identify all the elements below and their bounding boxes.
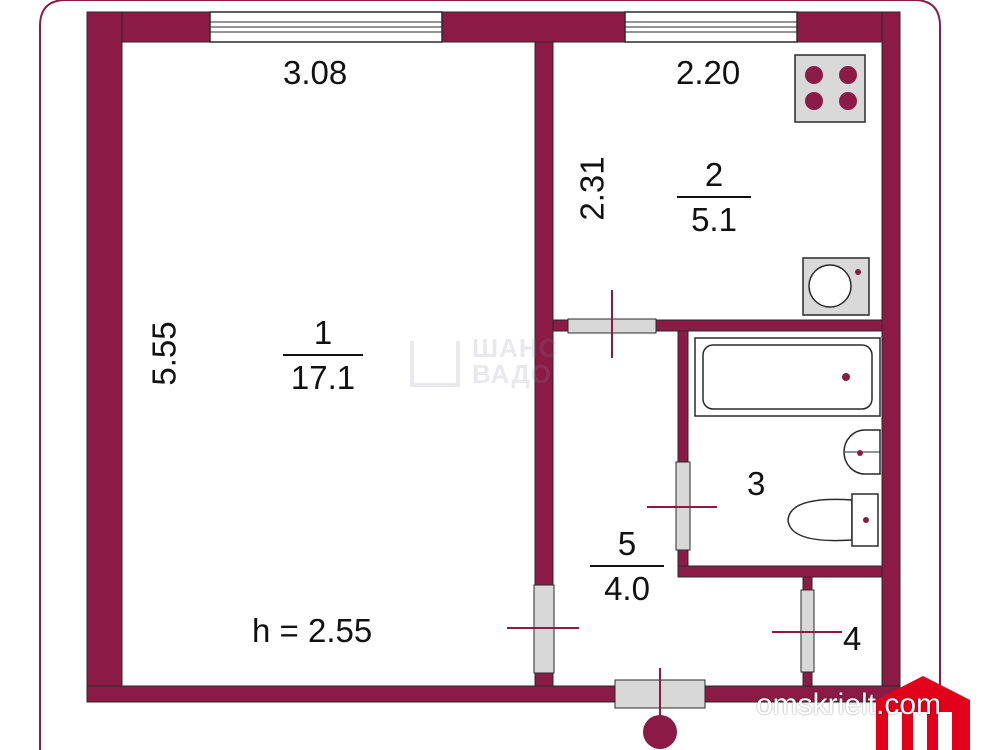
- brand-site-link[interactable]: omskrielt.com: [756, 688, 942, 721]
- door-markers: [507, 290, 842, 718]
- room2-length-label: 2.31: [573, 156, 611, 221]
- washbasin-icon: [843, 429, 881, 475]
- toilet-icon: [787, 493, 879, 547]
- window-room2: [624, 11, 798, 43]
- room2-number: 2: [677, 158, 751, 198]
- outer-wall-right: [881, 11, 901, 703]
- room1-label: 1 17.1: [283, 316, 363, 394]
- entrance-marker-icon: [643, 715, 677, 749]
- room1-length-label: 5.55: [145, 321, 183, 386]
- room5-number: 5: [590, 527, 664, 567]
- room3-number: 3: [747, 465, 766, 502]
- room1-number: 1: [283, 316, 363, 356]
- room5-label: 5 4.0: [590, 527, 664, 605]
- sheet-border: [39, 0, 941, 750]
- room1-area: 17.1: [290, 359, 356, 396]
- room4-number: 4: [843, 620, 862, 657]
- stove-icon: [794, 54, 866, 123]
- room2-area: 5.1: [691, 201, 737, 238]
- wall-room1-room2: [534, 41, 554, 687]
- watermark: ШАНС ВАДО: [410, 335, 600, 415]
- watermark-line2: ВАДО: [472, 359, 552, 389]
- house-logo-icon: [876, 676, 970, 750]
- room2-width-label: 2.20: [676, 54, 741, 91]
- watermark-house-icon: [410, 341, 460, 387]
- wall-bathroom-bottom: [677, 565, 883, 578]
- watermark-line1: ШАНС: [472, 333, 559, 363]
- room5-area: 4.0: [604, 570, 650, 607]
- room2-label: 2 5.1: [677, 158, 751, 236]
- window-room1: [209, 11, 443, 43]
- kitchen-sink-icon: [802, 257, 870, 316]
- bathtub-icon: [694, 337, 881, 417]
- wall-room2-bottom: [552, 319, 883, 332]
- room1-width-label: 3.08: [283, 54, 348, 91]
- ceiling-height-label: h = 2.55: [252, 612, 373, 649]
- outer-wall-left: [86, 11, 123, 703]
